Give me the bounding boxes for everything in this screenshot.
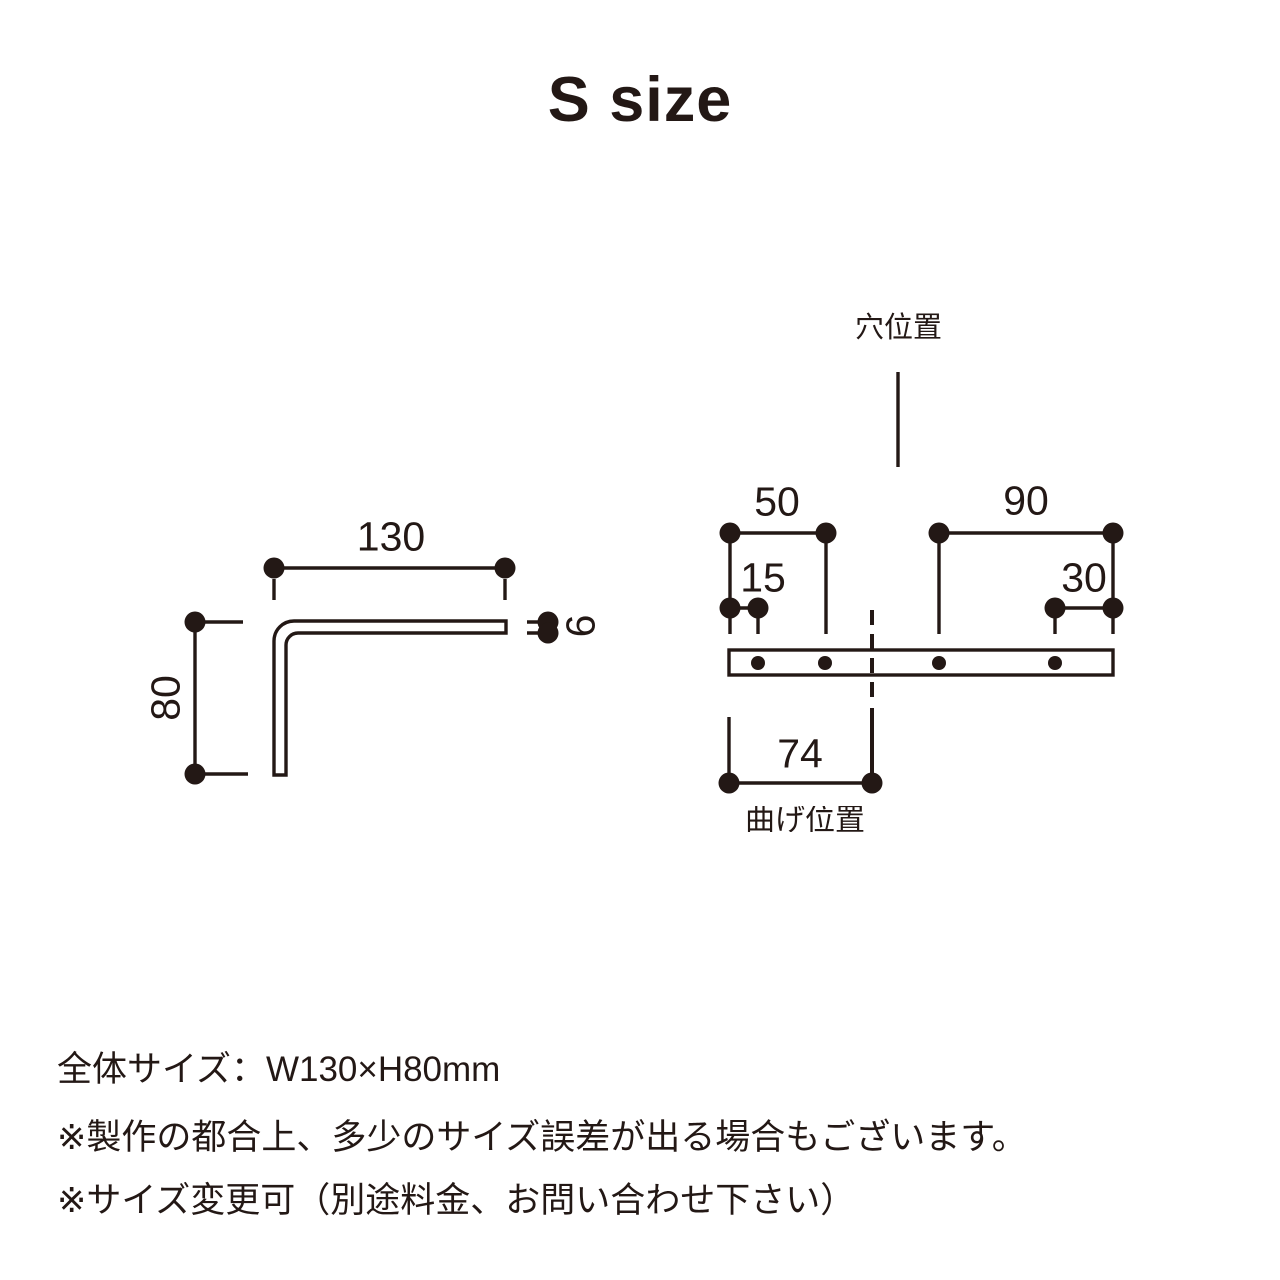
flat-view-dimension-lines <box>730 531 1113 610</box>
side-view-width-dimension <box>272 566 507 600</box>
dim-74-label: 74 <box>777 730 823 777</box>
dimension-end-dots-side-view <box>184 557 559 785</box>
bend-position-label-clipped: 曲げ位置 <box>745 806 885 832</box>
dimension-end-dots-flat-view <box>718 522 1124 794</box>
bar-holes <box>751 656 1062 670</box>
note-tolerance: ※製作の都合上、多少のサイズ誤差が出る場合もございます。 <box>57 1118 1027 1157</box>
bend-dimension <box>727 717 872 785</box>
side-view-height-dimension <box>193 620 248 776</box>
dim-90-label: 90 <box>1003 477 1049 524</box>
thickness-6-label: 6 <box>557 614 604 638</box>
flat-view-extension-lines <box>728 533 1115 634</box>
width-130-label: 130 <box>356 513 426 560</box>
dim-30-label: 30 <box>1061 554 1107 601</box>
side-view-bracket-outline <box>272 619 508 777</box>
hole-position-label: 穴位置 <box>855 312 943 344</box>
note-resize: ※サイズ変更可（別途料金、お問い合わせ下さい） <box>57 1181 856 1220</box>
dim-15-label: 15 <box>740 554 786 601</box>
dim-50-label: 50 <box>754 478 800 525</box>
bend-position-label: 曲げ位置 <box>745 806 865 832</box>
height-80-label: 80 <box>142 675 189 721</box>
page-title: S size <box>547 65 733 135</box>
note-overall-size: 全体サイズ：W130×H80mm <box>57 1050 501 1089</box>
